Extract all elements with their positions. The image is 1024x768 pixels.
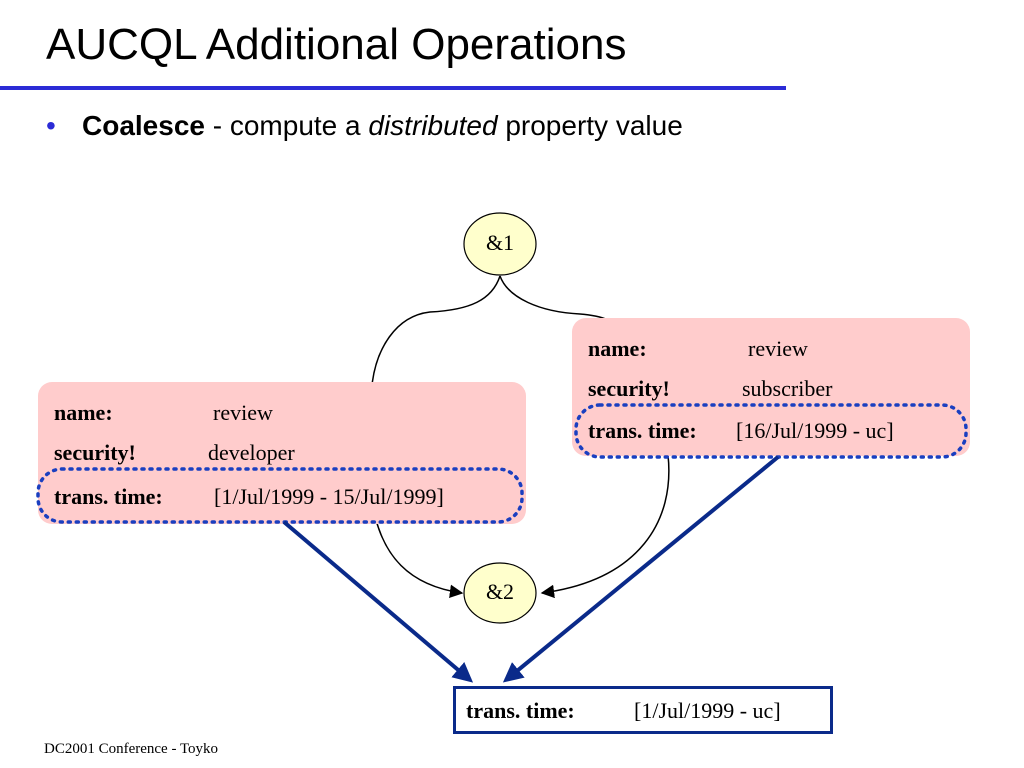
bullet-text1: - compute a	[204, 110, 369, 141]
edge-right-to-node2	[540, 454, 670, 599]
arrow-right-to-result	[502, 455, 780, 683]
left-security-value: developer	[208, 440, 295, 465]
node-1	[463, 212, 537, 276]
left-time-highlight	[36, 467, 524, 524]
node-2-label: &2	[485, 579, 515, 604]
left-time-key: trans. time:	[54, 484, 163, 509]
edge-left-to-node2	[375, 519, 464, 598]
right-name-key: name:	[588, 336, 647, 361]
edge-node1-left	[371, 275, 501, 386]
right-security-key: security!	[588, 376, 670, 401]
bullet-marker: •	[46, 110, 56, 141]
left-property-card: name: review security! developer trans. …	[38, 382, 526, 524]
right-time-highlight	[574, 403, 968, 459]
result-time-value: [1/Jul/1999 - uc]	[634, 698, 781, 723]
coalesced-result-box: trans. time: [1/Jul/1999 - uc]	[453, 686, 833, 734]
slide-footer: DC2001 Conference - Toyko	[44, 741, 219, 757]
left-name-value: review	[213, 400, 273, 425]
bullet-item: • Coalesce - compute a distributed proper…	[46, 110, 683, 142]
right-property-card: name: review security! subscriber trans.…	[572, 318, 970, 456]
left-name-key: name:	[54, 400, 113, 425]
slide-title: AUCQL Additional Operations	[46, 20, 627, 69]
bullet-bold: Coalesce	[82, 110, 205, 141]
bullet-italic: distributed	[368, 110, 498, 141]
right-time-key: trans. time:	[588, 418, 697, 443]
node-2	[463, 562, 537, 624]
arrow-left-to-result	[282, 520, 474, 683]
title-underline	[0, 86, 786, 90]
right-security-value: subscriber	[742, 376, 833, 401]
left-security-key: security!	[54, 440, 136, 465]
node-1-label: &1	[485, 230, 515, 255]
right-time-value: [16/Jul/1999 - uc]	[736, 418, 894, 443]
right-name-value: review	[748, 336, 808, 361]
bullet-text2: property value	[497, 110, 683, 141]
result-time-key: trans. time:	[466, 698, 575, 723]
left-time-value: [1/Jul/1999 - 15/Jul/1999]	[214, 484, 444, 509]
